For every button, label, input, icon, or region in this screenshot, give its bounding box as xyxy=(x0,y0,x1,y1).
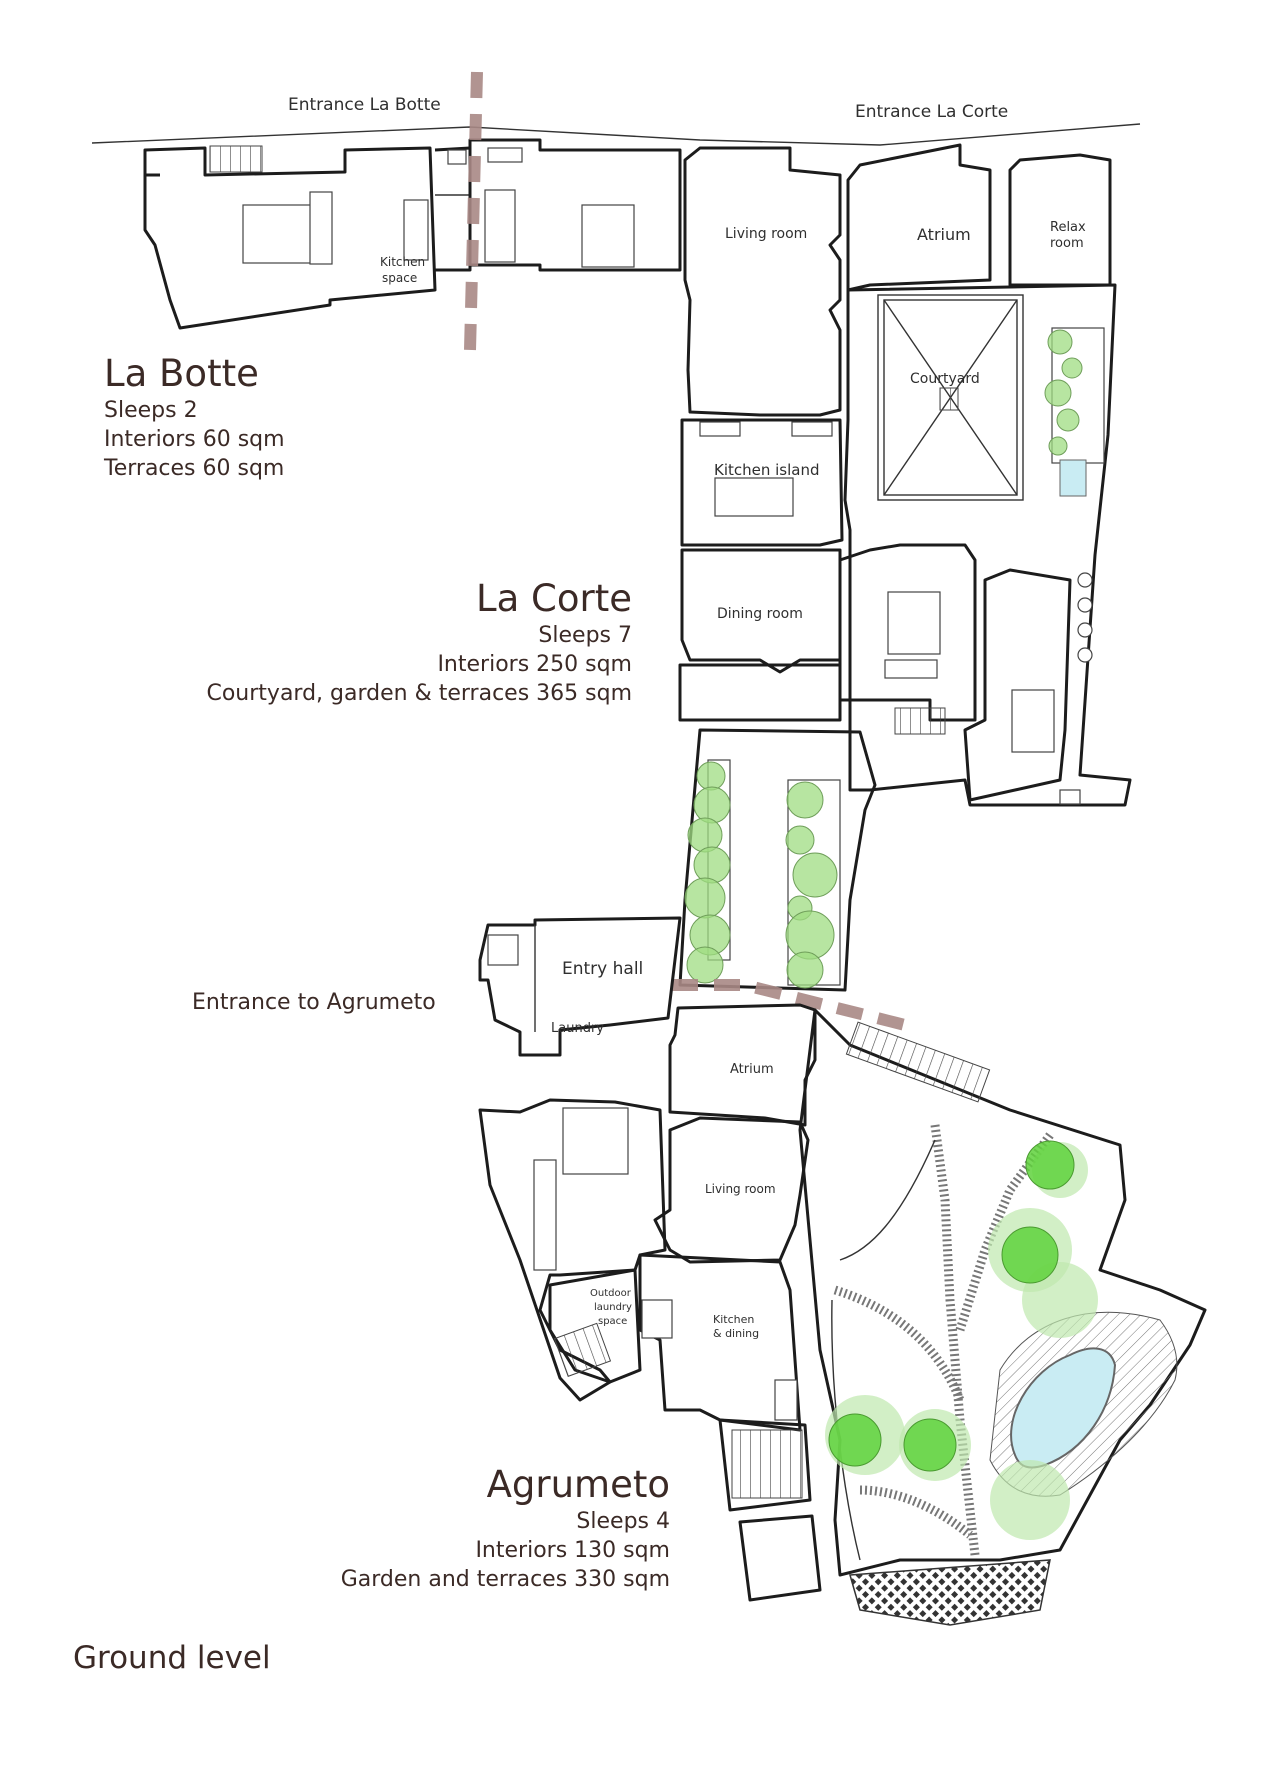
label-relax-room-1: Relax xyxy=(1050,220,1086,235)
unit-divider-top xyxy=(464,71,483,351)
label-courtyard: Courtyard xyxy=(910,371,980,387)
label-dining-room: Dining room xyxy=(717,606,803,622)
label-entrance-la-botte: Entrance La Botte xyxy=(288,95,441,115)
label-kitchen-space-1: Kitchen xyxy=(380,255,425,269)
unit-terraces: Garden and terraces 330 sqm xyxy=(340,1567,670,1592)
unit-la-corte: La Corte Sleeps 7 Interiors 250 sqm Cour… xyxy=(112,577,632,708)
unit-agrumeto: Agrumeto Sleeps 4 Interiors 130 sqm Gard… xyxy=(150,1463,670,1594)
unit-terraces: Terraces 60 sqm xyxy=(104,456,285,481)
label-outdoor-laundry-3: space xyxy=(598,1316,627,1327)
unit-interiors: Interiors 250 sqm xyxy=(437,652,632,677)
label-living-room-agrumeto: Living room xyxy=(705,1182,776,1196)
label-entrance-la-corte: Entrance La Corte xyxy=(855,102,1008,122)
unit-title: La Botte xyxy=(104,352,259,395)
label-kitchen-island: Kitchen island xyxy=(714,461,820,479)
agrumeto-entry-plan xyxy=(478,916,682,1057)
label-atrium-corte: Atrium xyxy=(917,225,971,244)
room-labels: Entrance La Botte Entrance La Corte Kitc… xyxy=(288,95,1086,1340)
unit-terraces: Courtyard, garden & terraces 365 sqm xyxy=(206,681,632,706)
agrumeto-plan xyxy=(478,1003,1207,1626)
label-relax-room-2: room xyxy=(1050,236,1084,251)
la-botte-bedroom xyxy=(468,138,682,272)
unit-title: Agrumeto xyxy=(486,1463,670,1506)
unit-la-botte: La Botte Sleeps 2 Interiors 60 sqm Terra… xyxy=(104,352,285,483)
label-kitchen-dining-2: & dining xyxy=(713,1327,759,1340)
label-living-room-corte: Living room xyxy=(725,226,807,242)
unit-divider-middle xyxy=(672,979,907,1031)
unit-sleeps: Sleeps 2 xyxy=(104,398,198,423)
level-label: Ground level xyxy=(73,1640,271,1676)
la-botte-plan xyxy=(143,145,472,330)
label-outdoor-laundry-2: laundry xyxy=(594,1302,632,1313)
unit-interiors: Interiors 60 sqm xyxy=(104,427,285,452)
label-outdoor-laundry-1: Outdoor xyxy=(590,1288,632,1299)
street-line xyxy=(91,123,1141,146)
unit-interiors: Interiors 130 sqm xyxy=(475,1538,670,1563)
unit-sleeps: Sleeps 4 xyxy=(576,1509,670,1534)
la-corte-plan xyxy=(678,143,1132,992)
la-corte-planters xyxy=(684,329,1083,989)
label-laundry: Laundry xyxy=(551,1021,604,1036)
unit-sleeps: Sleeps 7 xyxy=(538,623,632,648)
label-atrium-agrumeto: Atrium xyxy=(730,1062,774,1077)
unit-title: La Corte xyxy=(475,577,632,620)
label-kitchen-dining-1: Kitchen xyxy=(713,1313,754,1326)
entrance-agrumeto-label: Entrance to Agrumeto xyxy=(192,990,436,1015)
label-entry-hall: Entry hall xyxy=(562,959,643,979)
agrumeto-trees xyxy=(825,1140,1098,1540)
label-kitchen-space-2: space xyxy=(382,271,417,285)
